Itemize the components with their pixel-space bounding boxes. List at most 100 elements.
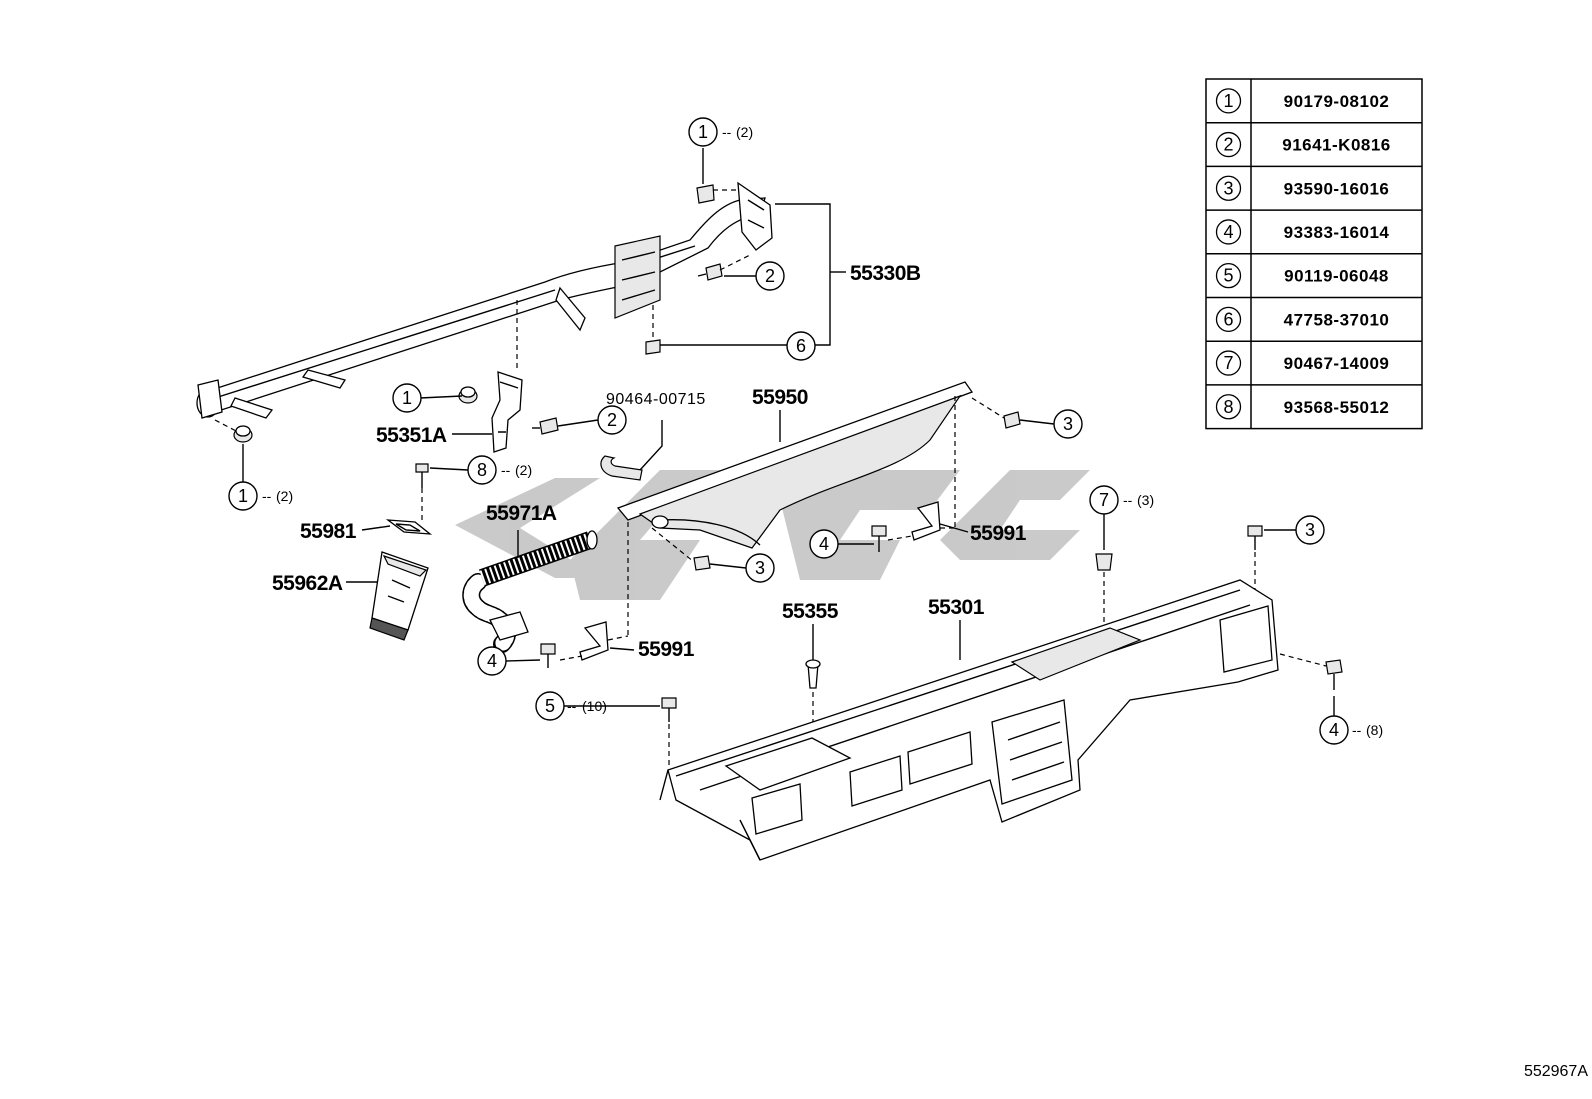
reinforcement-beam [196, 181, 773, 419]
table-part-number: 90119-06048 [1284, 267, 1389, 286]
upper-panel [616, 381, 974, 636]
clip-55355 [805, 659, 821, 740]
bolt-3-mid [651, 527, 711, 571]
nut-1-bottom [233, 425, 253, 443]
bolt-3-upper [971, 397, 1021, 429]
svg-text:(2): (2) [276, 488, 293, 504]
label-55991-left: 55991 [638, 638, 695, 661]
gasket [385, 488, 433, 535]
parts-reference-table: 1 90179-08102 2 91641-K0816 3 93590-16016 4 933… [1205, 78, 1423, 430]
table-row: 5 90119-06048 [1215, 262, 1389, 289]
bolt-8 [415, 463, 429, 488]
main-panel [659, 579, 1279, 861]
callout-5: 5 -- (10) [535, 691, 607, 721]
svg-text:--: -- [1352, 722, 1362, 738]
table-ref-number: 4 [1223, 222, 1233, 242]
svg-text:6: 6 [796, 336, 806, 356]
table-part-number: 91641-K0816 [1282, 136, 1391, 155]
label-55981: 55981 [300, 520, 357, 543]
qty-dash: -- [722, 124, 732, 140]
svg-text:2: 2 [765, 266, 775, 286]
svg-text:4: 4 [819, 534, 829, 554]
clip-7 [1095, 553, 1113, 624]
label-55355: 55355 [782, 600, 839, 623]
label-55962a: 55962A [272, 572, 343, 595]
table-part-number: 90467-14009 [1284, 354, 1390, 373]
svg-text:--: -- [262, 488, 272, 504]
label-55330b: 55330B [850, 262, 921, 285]
table-row: 4 93383-16014 [1215, 219, 1390, 245]
table-part-number: 93568-55012 [1284, 398, 1390, 417]
label-55950: 55950 [752, 386, 808, 409]
bracket-right [887, 501, 955, 541]
callout-2-mid: 2 [597, 405, 627, 435]
bolt-4-right [1279, 653, 1343, 690]
svg-text:7: 7 [1099, 490, 1109, 510]
callout-2-upper: 2 [755, 261, 785, 291]
label-clamp: 90464-00715 [606, 391, 706, 408]
svg-text:4: 4 [487, 651, 497, 671]
svg-text:--: -- [501, 462, 511, 478]
svg-text:5: 5 [545, 696, 555, 716]
svg-text:--: -- [567, 698, 577, 714]
table-part-number: 90179-08102 [1284, 92, 1390, 111]
callout-6: 6 [786, 331, 816, 361]
callout-3-upper: 3 [1053, 409, 1083, 439]
svg-text:8: 8 [477, 460, 487, 480]
clamp [600, 455, 643, 481]
svg-text:(10): (10) [582, 698, 607, 714]
duct [369, 551, 429, 641]
figure-code: 552967A [1524, 1063, 1588, 1080]
nut-1-mid [458, 386, 478, 404]
callout-4-right: 4 -- (8) [1319, 715, 1383, 745]
label-55351a: 55351A [376, 424, 447, 447]
table-row: 7 90467-14009 [1215, 350, 1390, 376]
table-ref-number: 8 [1223, 397, 1233, 417]
table-part-number: 47758-37010 [1284, 310, 1390, 329]
table-part-number: 93383-16014 [1284, 223, 1390, 242]
bolt-3-right [1247, 525, 1263, 590]
brace-bracket [491, 300, 523, 453]
table-ref-number: 2 [1223, 135, 1233, 155]
table-row: 6 47758-37010 [1215, 306, 1390, 333]
label-55301: 55301 [928, 596, 985, 619]
bolt-4-left [540, 643, 556, 668]
callout-8: 8 -- (2) [467, 455, 532, 485]
table-row: 1 90179-08102 [1215, 88, 1390, 114]
svg-text:--: -- [1123, 492, 1133, 508]
table-ref-number: 3 [1223, 178, 1233, 198]
svg-text:(2): (2) [736, 124, 753, 140]
label-55991-right: 55991 [970, 522, 1027, 545]
bracket-left [559, 621, 629, 661]
svg-text:1: 1 [238, 486, 248, 506]
table-ref-number: 7 [1223, 353, 1233, 373]
table-ref-number: 1 [1223, 91, 1233, 111]
table-ref-number: 5 [1223, 266, 1233, 286]
callout-1-bottom: 1 -- (2) [228, 481, 293, 511]
svg-text:(2): (2) [515, 462, 532, 478]
svg-text:3: 3 [755, 558, 765, 578]
svg-text:3: 3 [1305, 520, 1315, 540]
callout-3-right: 3 [1295, 515, 1325, 545]
svg-text:(3): (3) [1137, 492, 1154, 508]
svg-text:1: 1 [402, 388, 412, 408]
svg-text:3: 3 [1063, 414, 1073, 434]
clip-6 [645, 339, 661, 355]
table-ref-number: 6 [1223, 309, 1233, 329]
callout-3-mid: 3 [745, 553, 775, 583]
table-row: 2 91641-K0816 [1215, 131, 1391, 158]
callout-4-mid: 4 [809, 529, 839, 559]
bolt-5 [661, 697, 677, 770]
callout-7: 7 -- (3) [1089, 485, 1154, 515]
bolt-4-mid [871, 525, 887, 552]
callout-1-top: 1 -- (2) [688, 117, 753, 147]
callout-4-left: 4 [477, 646, 507, 676]
svg-text:(8): (8) [1366, 722, 1383, 738]
svg-text:2: 2 [607, 410, 617, 430]
leader-lines [242, 148, 1335, 716]
hose [462, 530, 598, 653]
label-55971a: 55971A [486, 502, 557, 525]
table-row: 8 93568-55012 [1215, 394, 1390, 420]
table-part-number: 93590-16016 [1284, 179, 1390, 198]
